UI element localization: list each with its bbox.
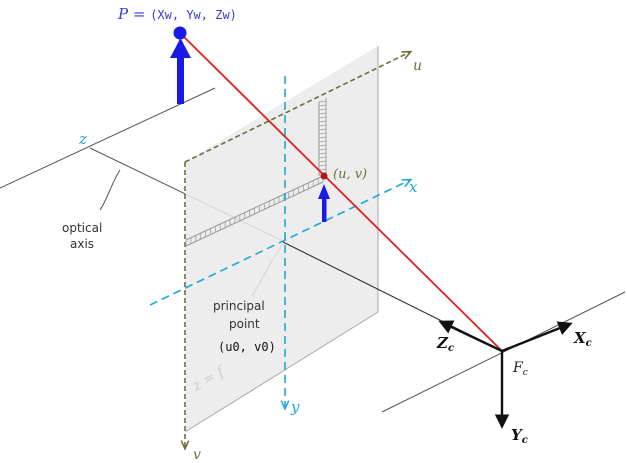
y-axis-label: y	[290, 398, 300, 416]
image-plane-bottom-edge	[184, 311, 379, 433]
world-point-p	[173, 26, 187, 40]
x-axis-label: x	[409, 178, 418, 196]
camera-x-label: Xc	[573, 329, 592, 349]
z-axis-label: z	[78, 130, 87, 148]
projection-ray	[179, 32, 503, 352]
optical-axis-label-1: optical	[62, 221, 102, 235]
image-point-label: (u, v)	[333, 167, 367, 182]
u-ruler	[185, 175, 324, 247]
v-axis-label: v	[193, 447, 201, 463]
ground-line-upper	[0, 87, 216, 189]
camera-z-axis	[438, 320, 503, 353]
world-point-arrow	[170, 38, 191, 104]
optical-axis-leader	[99, 169, 121, 211]
x-axis-line	[149, 180, 410, 306]
world-point-label: P = (Xw, Yw, Zw)	[117, 5, 237, 23]
image-plane	[185, 46, 410, 448]
camera-z-label: Zc	[436, 334, 454, 354]
principal-point-label-1: principal	[213, 299, 265, 313]
u-axis-label: u	[413, 58, 422, 74]
image-plane-fill	[185, 46, 378, 432]
camera-frame-label: Fc	[512, 360, 528, 378]
v-ruler	[318, 98, 327, 176]
principal-point-label-2: point	[229, 317, 260, 331]
image-point	[320, 172, 328, 180]
principal-point-coords: (u0, v0)	[218, 340, 276, 354]
camera-frame	[438, 320, 573, 429]
camera-y-label: Yc	[511, 426, 528, 446]
optical-axis-label-2: axis	[70, 237, 94, 251]
u-axis-line	[184, 52, 410, 163]
image-point-arrow	[318, 184, 330, 222]
ground-line-lower	[381, 291, 626, 413]
camera-x-axis	[501, 321, 573, 353]
